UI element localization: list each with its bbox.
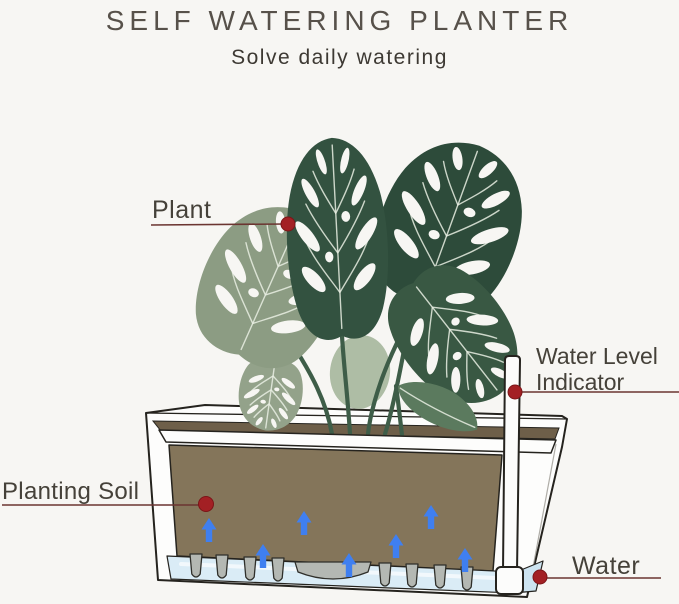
page-title: SELF WATERING PLANTER: [105, 5, 574, 36]
planting-soil-cutaway: [168, 444, 503, 572]
water-level-indicator-label: Water Level Indicator: [536, 343, 658, 395]
monstera-leaf-center: [280, 133, 394, 344]
water-level-indicator-label-line1: Water Level: [536, 343, 658, 369]
planter-front-rim: [158, 429, 557, 454]
water-level-indicator-label-line2: Indicator: [536, 369, 625, 395]
planter-back-rim-edge: [145, 412, 568, 420]
plant-callout-dot: [280, 216, 296, 232]
simple-leaf-bottom-right: [398, 381, 478, 432]
plant-label: Plant: [152, 196, 212, 224]
monstera-leaves: [175, 121, 546, 436]
water-level-indicator-callout-dot: [507, 384, 523, 400]
callout-lines: [2, 216, 679, 585]
tube-bottom-cup: [495, 566, 524, 595]
water-label: Water: [572, 552, 641, 580]
plant-leader-line: [150, 223, 288, 226]
water-callout-dot: [532, 569, 548, 585]
planting-soil-callout-dot: [198, 496, 214, 512]
water-level-indicator-tube: [495, 355, 524, 595]
planting-soil-label: Planting Soil: [2, 478, 140, 505]
page-subtitle: Solve daily watering: [231, 46, 448, 69]
